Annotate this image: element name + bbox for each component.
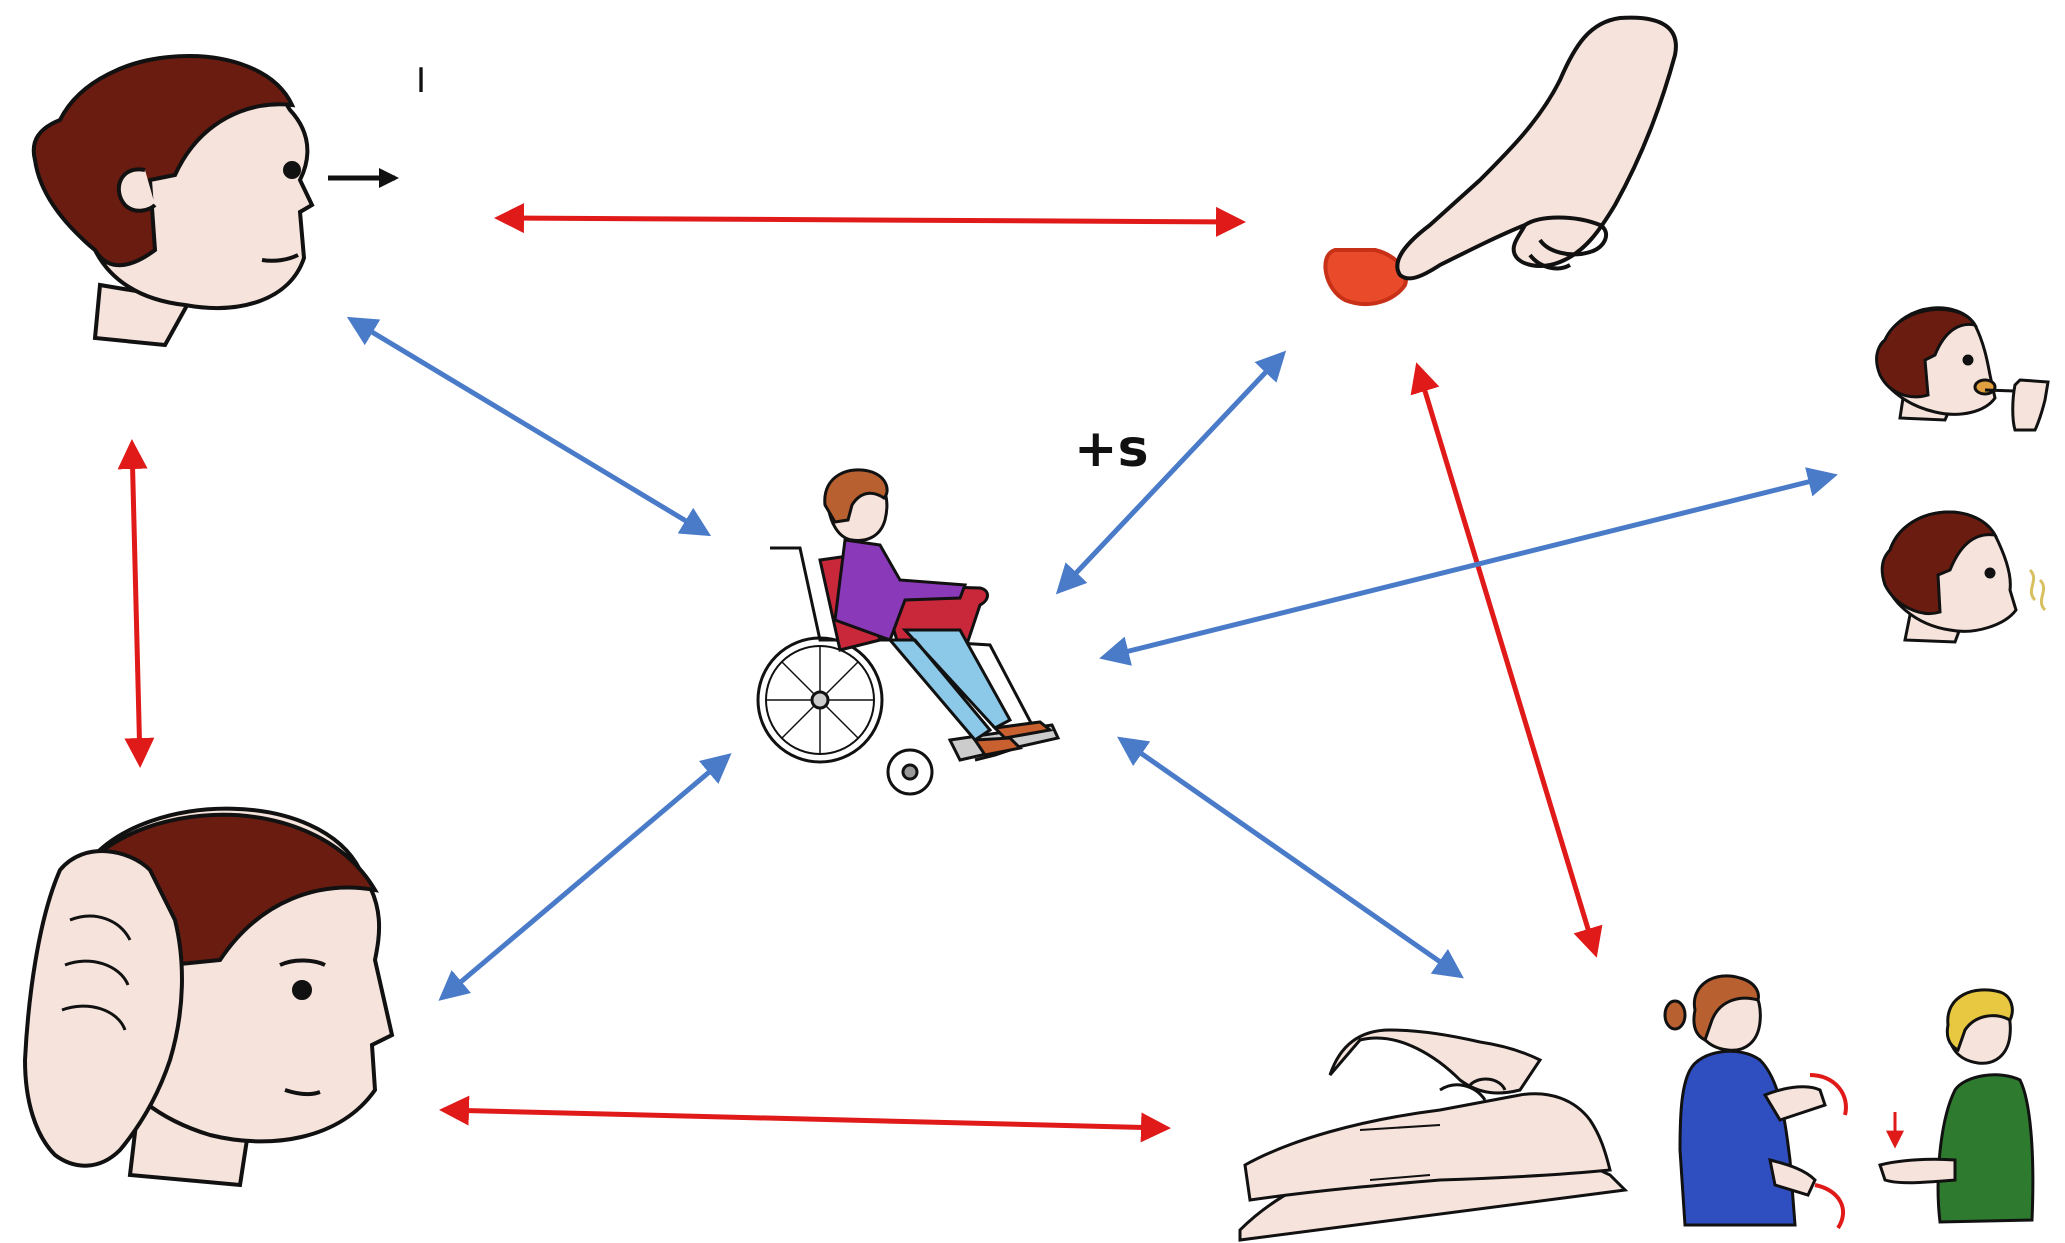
smelling-head-icon xyxy=(1882,512,2045,642)
plus-s-annotation: +s xyxy=(1074,419,1149,479)
arrow-point-sign xyxy=(1418,368,1595,952)
arrow-center-look xyxy=(352,320,706,533)
arrow-listen-touch xyxy=(445,1110,1165,1128)
arrow-center-taste-smell xyxy=(1105,476,1832,657)
tasting-head-icon xyxy=(1877,308,2048,430)
eye-gaze-head-icon xyxy=(34,56,395,345)
wheelchair-child-icon xyxy=(758,470,1058,794)
touching-hands-icon xyxy=(1240,1030,1625,1240)
arrow-center-touch xyxy=(1122,740,1459,975)
sign-language-people-icon xyxy=(1665,976,2033,1228)
listening-head-icon xyxy=(25,809,392,1185)
pointing-hand-icon xyxy=(1325,18,1676,304)
arrow-look-listen xyxy=(132,445,140,762)
tick-mark-label: I xyxy=(416,61,426,101)
plus-s-label: +s xyxy=(1074,419,1149,479)
arrow-look-point xyxy=(500,218,1240,222)
arrow-center-listen xyxy=(443,757,727,997)
